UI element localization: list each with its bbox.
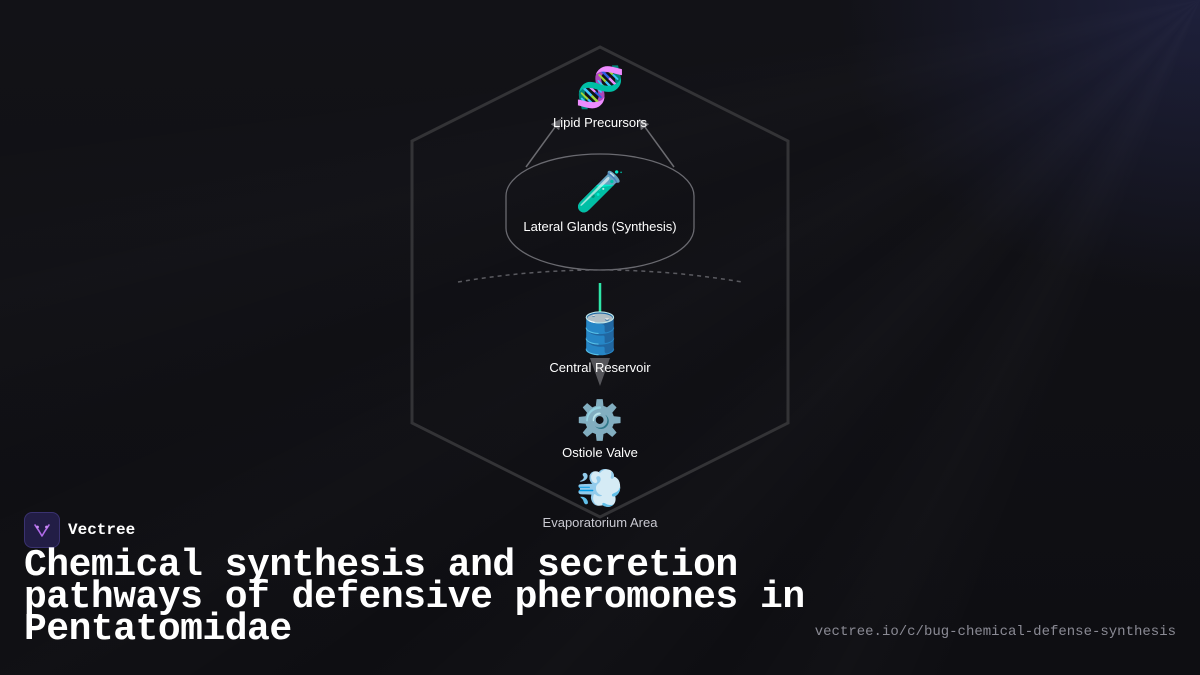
boundary-dashed-curve — [457, 269, 743, 283]
gear-icon: ⚙️ — [576, 398, 623, 442]
arrow-glands-to-lipid-left — [525, 118, 562, 168]
dna-icon: 🧬 — [575, 63, 625, 111]
arrow-reservoir-to-valve — [590, 358, 610, 386]
node-label-lateral-glands: Lateral Glands (Synthesis) — [523, 219, 676, 234]
dash-icon: 💨 — [576, 466, 623, 510]
node-label-evaporatorium-area: Evaporatorium Area — [543, 515, 659, 530]
barrel-icon: 🛢️ — [575, 310, 625, 357]
hexagon-outline — [410, 45, 790, 519]
node-label-central-reservoir: Central Reservoir — [549, 360, 651, 375]
vectree-logo-icon — [24, 512, 60, 548]
arrow-glands-to-lipid-right — [638, 118, 675, 168]
glands-container — [505, 153, 695, 271]
page-title: Chemical synthesis and secretion pathway… — [24, 544, 805, 651]
brand: Vectree — [24, 512, 135, 548]
node-label-ostiole-valve: Ostiole Valve — [562, 445, 638, 460]
node-label-lipid-precursors: Lipid Precursors — [553, 115, 647, 130]
source-url: vectree.io/c/bug-chemical-defense-synthe… — [814, 624, 1176, 640]
brand-name: Vectree — [68, 521, 136, 539]
test-tube-icon: 🧪 — [575, 169, 625, 215]
